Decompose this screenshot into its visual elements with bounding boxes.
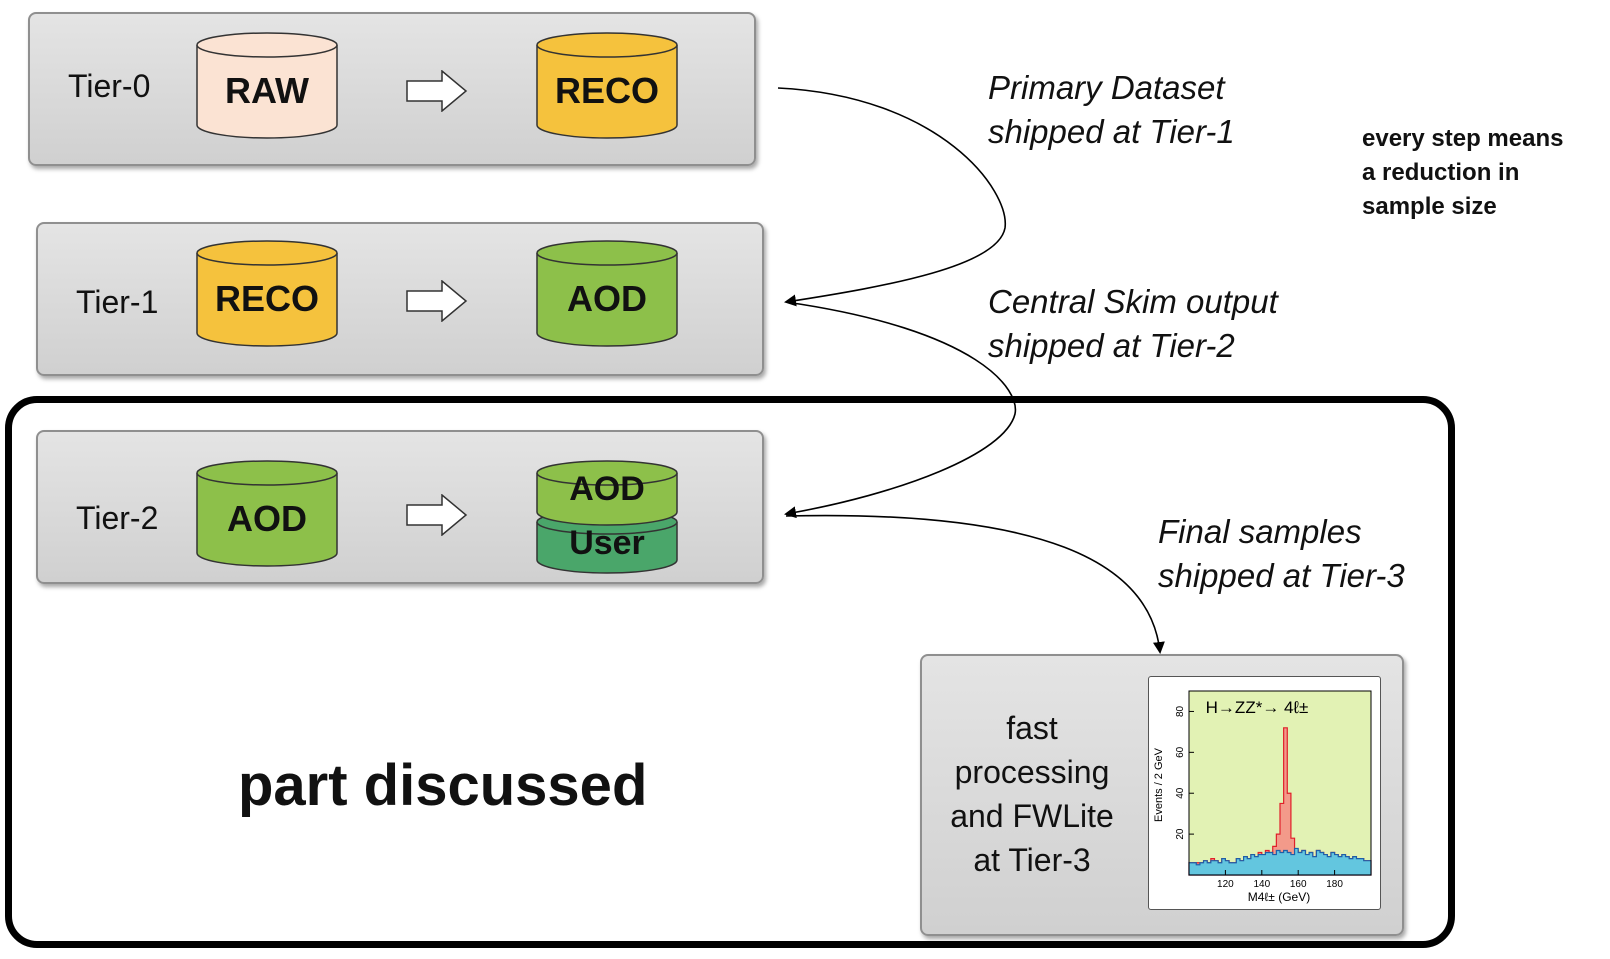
reco-cylinder-tier0: RECO <box>536 32 678 140</box>
flow-curve-tier1-to-tier2 <box>784 301 1017 519</box>
higgs-histogram: 120 140 160 180 20 40 60 80 H→ZZ*→ 4ℓ± M4ℓ± (GeV)… <box>1153 690 1372 904</box>
note-line: shipped at Tier-1 <box>988 113 1235 150</box>
tier-3-line: processing <box>954 754 1110 790</box>
flow-curve-tier0-to-tier1 <box>777 87 1006 307</box>
higgs-plot: 120 140 160 180 20 40 60 80 H→ZZ*→ 4ℓ± M4ℓ± (GeV)… <box>1148 676 1381 910</box>
x-axis-label: M4ℓ± (GeV) <box>1248 890 1310 904</box>
central-skim-note: Central Skim output shipped at Tier-2 <box>988 280 1278 368</box>
x-tick-label: 120 <box>1217 879 1234 890</box>
aod-label-tier1: AOD <box>567 278 647 319</box>
note-line: a reduction in <box>1362 159 1520 186</box>
aod-cylinder-shape <box>196 460 338 567</box>
note-line: Primary Dataset <box>988 69 1225 106</box>
raw-label: RAW <box>225 70 309 111</box>
x-tick-label: 180 <box>1326 879 1343 890</box>
reco-label-tier1: RECO <box>214 278 319 319</box>
primary-dataset-note: Primary Dataset shipped at Tier-1 <box>988 66 1235 154</box>
right-arrow-icon <box>406 494 468 536</box>
right-arrow-icon <box>406 70 468 112</box>
tier-3-line: fast <box>1006 710 1058 746</box>
raw-cylinder: RAW <box>196 32 338 140</box>
tier-3-line: and FWLite <box>950 798 1114 834</box>
reduction-note: every step means a reduction in sample s… <box>1362 122 1563 224</box>
tier-2-label: Tier-2 <box>76 500 159 536</box>
aod-user-cylinder-shape <box>536 460 678 574</box>
y-tick-label: 80 <box>1175 705 1186 717</box>
tier-3-text: fast processing and FWLite at Tier-3 <box>934 706 1130 882</box>
aod-user-cylinder: AOD User <box>536 460 678 576</box>
raw-cylinder-shape <box>196 32 338 139</box>
aod-cylinder-tier2: AOD <box>196 460 338 568</box>
aod-cylinder-tier1: AOD <box>536 240 678 348</box>
tier-0-label: Tier-0 <box>68 68 151 104</box>
right-arrow-icon <box>406 280 468 322</box>
tier-1-label: Tier-1 <box>76 284 159 320</box>
background-series <box>1188 847 1372 876</box>
y-axis-label: Events / 2 GeV <box>1153 747 1165 822</box>
x-tick-label: 140 <box>1253 879 1270 890</box>
note-line: every step means <box>1362 125 1564 152</box>
note-line: shipped at Tier-2 <box>988 327 1235 364</box>
reco-cylinder-shape <box>196 240 338 347</box>
x-tick-label: 160 <box>1290 879 1307 890</box>
user-label: User <box>569 524 645 562</box>
y-tick-label: 40 <box>1175 787 1186 799</box>
plot-frame <box>1188 690 1372 876</box>
note-line: shipped at Tier-3 <box>1158 557 1405 594</box>
reco-label-tier0: RECO <box>554 70 659 111</box>
tier-3-line: at Tier-3 <box>973 842 1091 878</box>
frame-title: part discussed <box>238 753 648 818</box>
aod-label-tier2-output: AOD <box>569 470 645 508</box>
chart-title: H→ZZ*→ 4ℓ± <box>1206 698 1309 717</box>
aod-label-tier2-input: AOD <box>227 498 307 539</box>
note-line: Central Skim output <box>988 283 1278 320</box>
aod-cylinder-shape <box>536 240 678 347</box>
discussed-frame <box>5 396 1455 948</box>
y-tick-label: 60 <box>1175 746 1186 758</box>
note-line: Final samples <box>1158 513 1362 550</box>
reco-cylinder-shape <box>536 32 678 139</box>
reco-cylinder-tier1: RECO <box>196 240 338 348</box>
note-line: sample size <box>1362 193 1497 220</box>
y-tick-label: 20 <box>1175 828 1186 840</box>
final-samples-note: Final samples shipped at Tier-3 <box>1158 510 1405 598</box>
flow-curve-tier2-to-tier3 <box>785 514 1165 654</box>
